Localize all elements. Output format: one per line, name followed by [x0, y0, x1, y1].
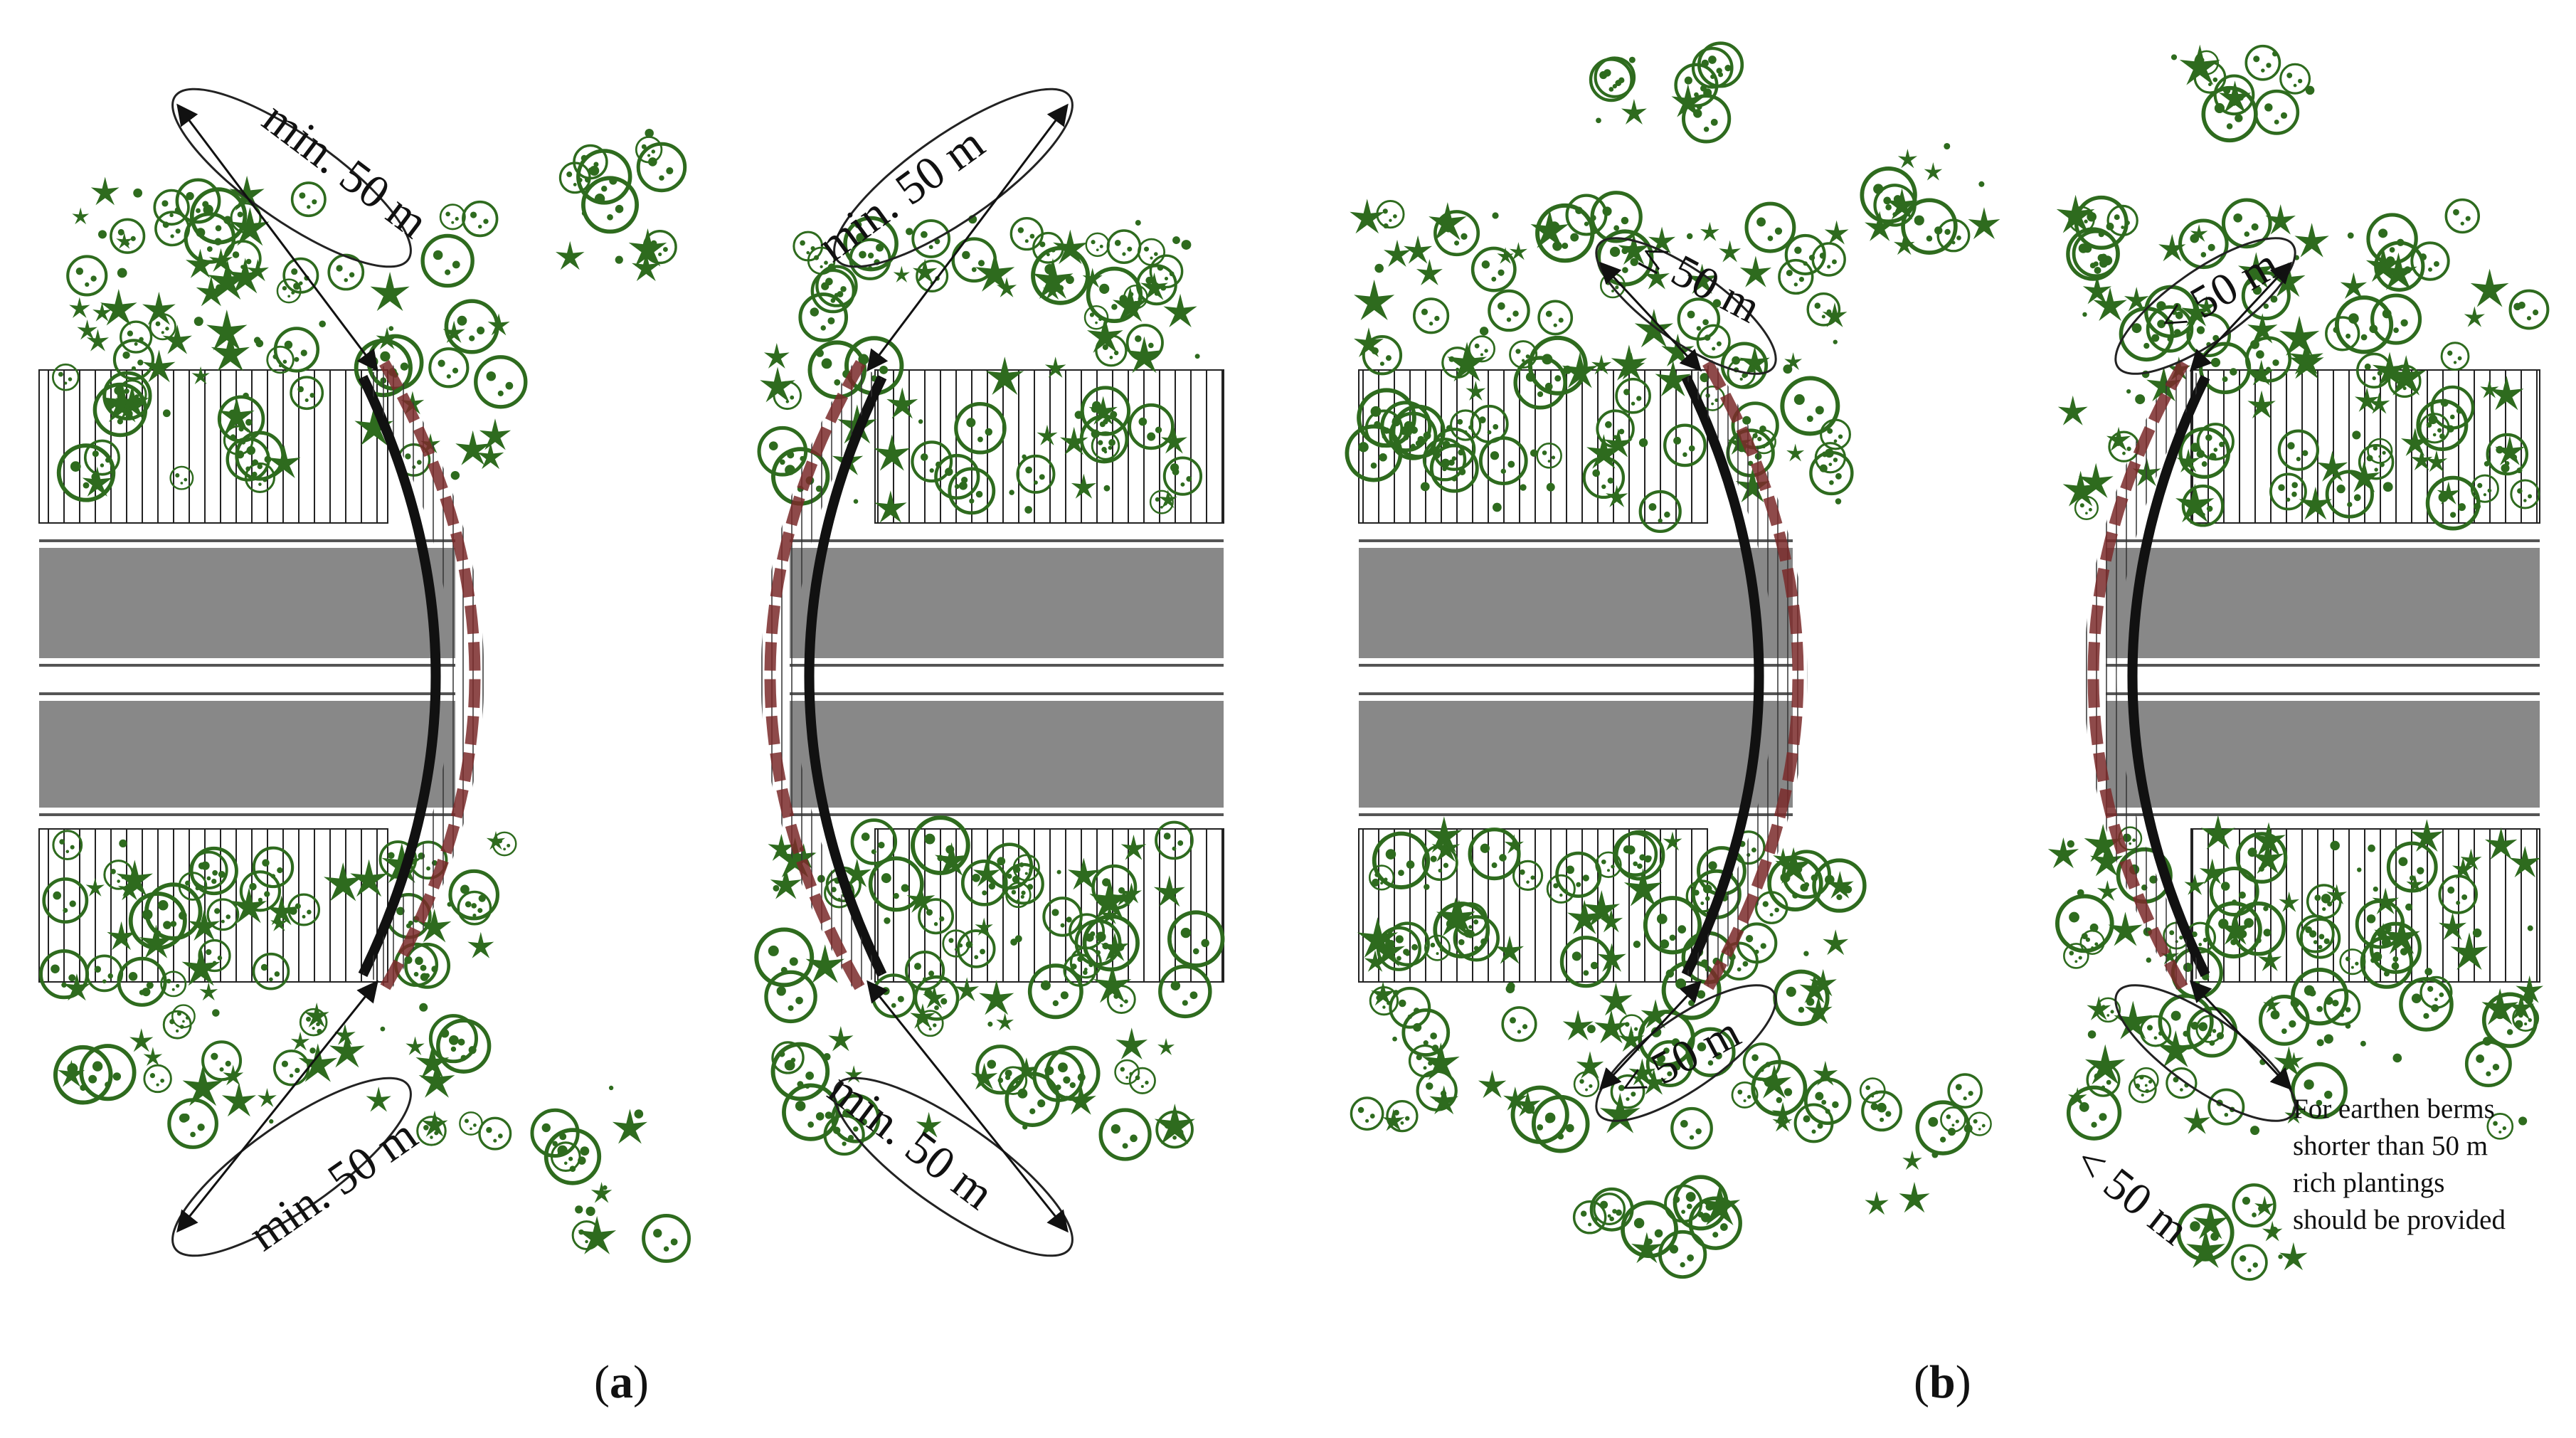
berm-b-right-berm: [2084, 361, 2205, 990]
berm-b-left-wall: [1702, 359, 1804, 993]
planting-note-line-4: should be provided: [2293, 1205, 2506, 1235]
berm-b-left-dim-top: [1599, 261, 1702, 372]
caption-b: (b): [1914, 1356, 1971, 1408]
label-b-bottom-right: < 50 m: [2065, 1135, 2198, 1254]
berm-a-right-dim-bottom: [866, 980, 1069, 1233]
panel-a-diagram: [38, 88, 1224, 1284]
tree-cluster-b-bottom-right: [2178, 1185, 2308, 1281]
tree-cluster-b-bottom-left: [1572, 1177, 1741, 1276]
berm-a-right: [760, 88, 1074, 1257]
tree-cluster-a-top: [555, 128, 685, 282]
road-a-left: [39, 539, 455, 816]
vegetation-b-left-top: [1347, 193, 1852, 532]
berm-a-right-wall: [764, 359, 866, 993]
berm-a-left-wall: [379, 359, 481, 993]
road-a-right: [790, 539, 1224, 816]
berm-b-left: [1595, 237, 1808, 1122]
tree-cluster-b-mid-top: [1862, 142, 2000, 255]
berm-b-left-berm: [1686, 361, 1808, 990]
road-b-left: [1359, 539, 1793, 816]
vegetation-b-right-top: [2056, 194, 2548, 529]
planting-note-line-1: For earthen berms: [2293, 1094, 2495, 1124]
berm-b-left-dim-bottom: [1599, 980, 1702, 1091]
tree-cluster-b-mid-bottom: [1859, 1073, 1992, 1215]
planting-note-line-3: rich plantings: [2293, 1168, 2445, 1198]
berm-a-left-barrier: [358, 374, 441, 978]
berm-a-right-barrier: [804, 374, 887, 978]
label-a-top-left: min. 50 m: [253, 92, 438, 248]
label-b-bottom-left: < 50 m: [1610, 1006, 1748, 1111]
vegetation-b-left-bottom: [1350, 816, 1864, 1151]
tree-cluster-b-top-right: [2170, 44, 2315, 141]
panel-b-diagram: [1347, 43, 2548, 1281]
berm-b-left-barrier: [1681, 374, 1764, 978]
berm-a-left-dim-bottom: [176, 980, 378, 1233]
planting-note: For earthen berms shorter than 50 m rich…: [2293, 1091, 2506, 1239]
label-a-top-right: min. 50 m: [808, 117, 994, 272]
vegetation-a-right-bottom: [756, 818, 1222, 1159]
vegetation-b-right-bottom: [2047, 815, 2544, 1138]
berm-a-left-dim-top: [176, 103, 378, 372]
berm-a-left: [171, 88, 484, 1257]
berm-b-right: [2084, 237, 2296, 1122]
berm-a-right-dim-top: [866, 103, 1069, 372]
berm-b-right-dim-top: [2189, 261, 2293, 372]
berm-b-right-barrier: [2127, 374, 2210, 978]
planting-note-line-2: shorter than 50 m: [2293, 1131, 2488, 1161]
berm-b-right-wall: [2087, 359, 2189, 993]
berm-a-left-berm: [363, 361, 484, 990]
tree-cluster-b-top-left: [1591, 43, 1742, 142]
berm-b-right-dim-bottom: [2189, 980, 2293, 1091]
road-b-right: [2106, 539, 2540, 816]
caption-a: (a): [594, 1356, 649, 1408]
tree-cluster-a-bottom: [532, 1085, 689, 1262]
berm-a-right-berm: [760, 361, 882, 990]
